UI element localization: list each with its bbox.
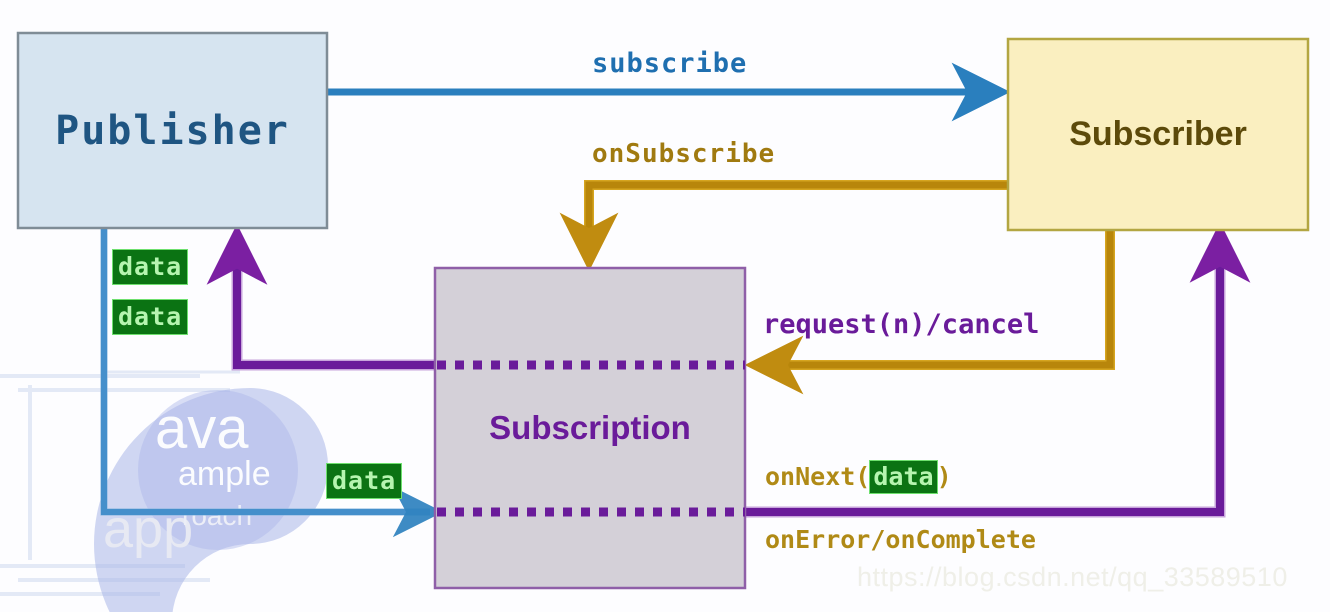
data-badge-2: data bbox=[113, 300, 188, 334]
node-subscriber-box bbox=[1006, 37, 1310, 232]
watermark-text-ava: ava bbox=[155, 396, 249, 461]
onnext-suffix: ) bbox=[936, 462, 952, 491]
edge-label-onnext: onNext(data) bbox=[765, 461, 952, 493]
edge-label-onerror-oncomplete: onError/onComplete bbox=[765, 525, 1036, 554]
node-subscription-box bbox=[433, 266, 747, 590]
edge-onsubscribe-gold bbox=[559, 180, 1008, 272]
edge-request-cancel-gold bbox=[744, 230, 1115, 395]
edge-data-up-purple bbox=[206, 223, 435, 371]
watermark-url: https://blog.csdn.net/qq_33589510 bbox=[857, 562, 1288, 592]
edge-onnext-purple bbox=[745, 221, 1251, 518]
onnext-prefix: onNext( bbox=[765, 462, 871, 491]
edge-data-down-blue bbox=[100, 228, 444, 538]
watermark-swoosh bbox=[94, 388, 328, 612]
node-publisher-box bbox=[16, 31, 329, 230]
data-badge-1: data bbox=[113, 250, 188, 284]
watermark-text-ample: ample bbox=[178, 455, 271, 493]
edge-label-request-cancel: request(n)/cancel bbox=[763, 309, 1040, 340]
onnext-data-badge: data bbox=[870, 461, 937, 493]
data-badge-3: data bbox=[327, 464, 402, 498]
edge-label-onsubscribe: onSubscribe bbox=[592, 139, 776, 169]
edge-label-subscribe: subscribe bbox=[592, 48, 748, 79]
